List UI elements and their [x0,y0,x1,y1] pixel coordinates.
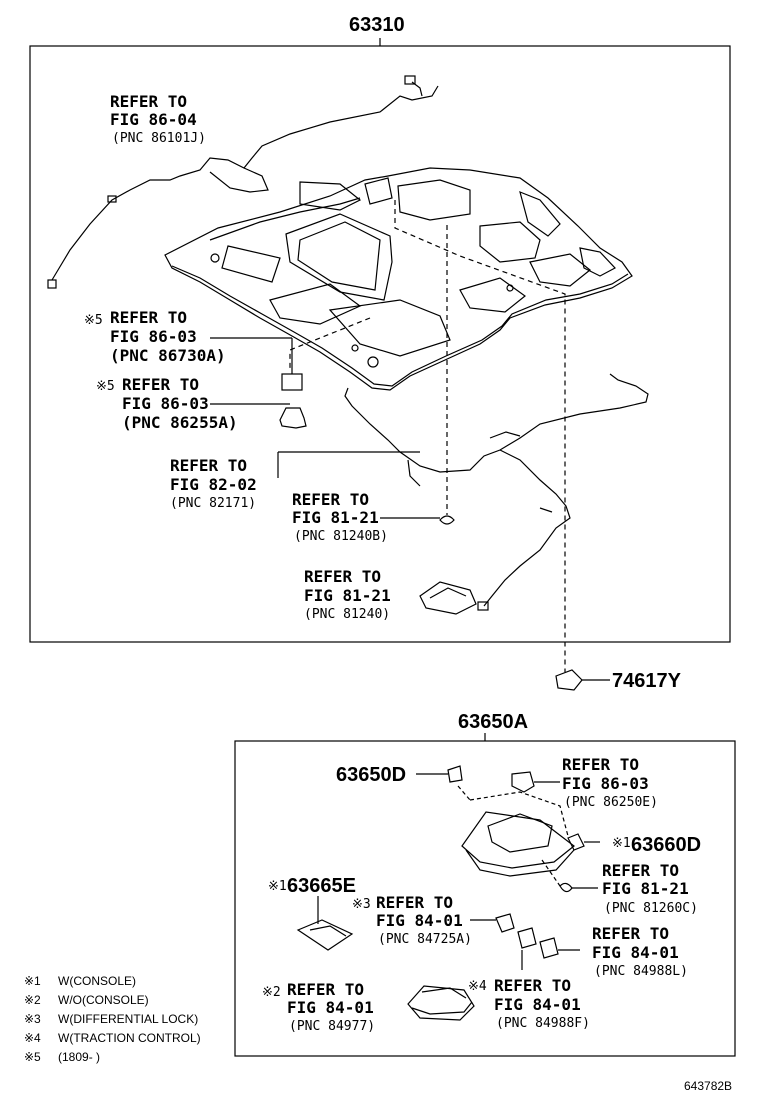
headliner-panel [164,167,633,391]
bulb-81260c [559,882,573,893]
ref-line-1: REFER TO [304,567,382,586]
legend-mark: ※1 [24,974,41,988]
switch-84988l [539,937,559,959]
ref-line-1: REFER TO [170,456,248,475]
ref-line-1: REFER TO [592,924,670,943]
ref-line-2: FIG 86-03 [110,327,197,346]
switch-86250e [511,771,535,793]
legend-text: W(CONSOLE) [58,974,136,988]
legend-mark: ※2 [24,993,41,1007]
ref-line-2: FIG 82-02 [170,475,257,494]
ref-line-3: (PNC 84977) [289,1019,376,1034]
note-mark: ※3 [352,897,371,912]
ref-line-3: (PNC 84988L) [594,964,688,979]
ref-line-2: FIG 86-03 [122,394,209,413]
ref-line-2: FIG 84-01 [592,943,679,962]
note-mark: ※5 [84,313,103,328]
note-mark: ※2 [262,985,281,1000]
ref-line-3: (PNC 84988F) [496,1016,590,1031]
ref-line-1: REFER TO [287,980,365,999]
clip-74617y [555,669,583,691]
legend-text: (1809- ) [58,1050,101,1064]
ref-line-2: FIG 81-21 [602,879,689,898]
part-no-74617y[interactable]: 74617Y [612,670,681,692]
ref-line-1: REFER TO [602,861,680,880]
roof-harness-rear [344,373,649,473]
ref-line-3: (PNC 86255A) [122,413,238,432]
figure-id: 643782B [684,1079,733,1093]
ref-line-1: REFER TO [110,92,188,111]
lamp-81240 [419,581,477,615]
ref-line-3: (PNC 81240B) [294,529,388,544]
dashed-guide-clip [394,200,566,672]
ref-line-2: FIG 81-21 [304,586,391,605]
screw-63650d [447,765,463,783]
ref-line-1: REFER TO [292,490,370,509]
console-box-body [461,811,575,869]
ref-line-3: (PNC 81240) [304,607,391,622]
ref-line-2: FIG 84-01 [287,998,374,1017]
note-mark: ※1 [268,879,287,894]
ref-line-2: FIG 86-04 [110,110,197,129]
legend-mark: ※5 [24,1050,41,1064]
ref-line-2: FIG 81-21 [292,508,379,527]
ref-line-1: REFER TO [110,308,188,327]
ref-line-3: (PNC 86101J) [112,131,206,146]
switch-84988f [517,927,537,949]
note-mark: ※4 [468,979,487,994]
cover-63665e [296,919,354,951]
ref-line-2: FIG 84-01 [376,911,463,930]
ref-line-1: REFER TO [562,755,640,774]
note-mark: ※5 [96,379,115,394]
ref-line-3: (PNC 84725A) [378,932,472,947]
ref-line-1: REFER TO [376,893,454,912]
bulb-81240b [439,515,455,525]
pad-86730a [281,373,303,391]
ref-line-2: FIG 86-03 [562,774,649,793]
bracket-86255a [279,407,307,429]
roof-harness-front [51,85,439,281]
legend-text: W/O(CONSOLE) [58,993,149,1007]
ref-line-1: REFER TO [494,976,572,995]
ref-line-3: (PNC 82171) [170,496,257,511]
ref-line-1: REFER TO [122,375,200,394]
part-no-63650d[interactable]: 63650D [336,764,407,786]
ref-line-2: FIG 84-01 [494,995,581,1014]
console-84977 [407,985,475,1021]
legend-text: W(TRACTION CONTROL) [58,1031,201,1045]
part-no-63660d[interactable]: 63660D [631,834,702,856]
part-no-63310[interactable]: 63310 [349,14,405,36]
note-mark: ※1 [612,836,631,851]
legend-text: W(DIFFERENTIAL LOCK) [58,1012,199,1026]
switch-84725a [495,913,515,933]
legend-mark: ※3 [24,1012,41,1026]
part-no-63665e[interactable]: 63665E [287,875,356,897]
ref-line-3: (PNC 86250E) [564,795,658,810]
bulb-63660d [567,833,585,851]
legend-mark: ※4 [24,1031,41,1045]
ref-line-3: (PNC 86730A) [110,346,226,365]
part-no-63650a[interactable]: 63650A [458,711,529,733]
ref-line-3: (PNC 81260C) [604,901,698,916]
